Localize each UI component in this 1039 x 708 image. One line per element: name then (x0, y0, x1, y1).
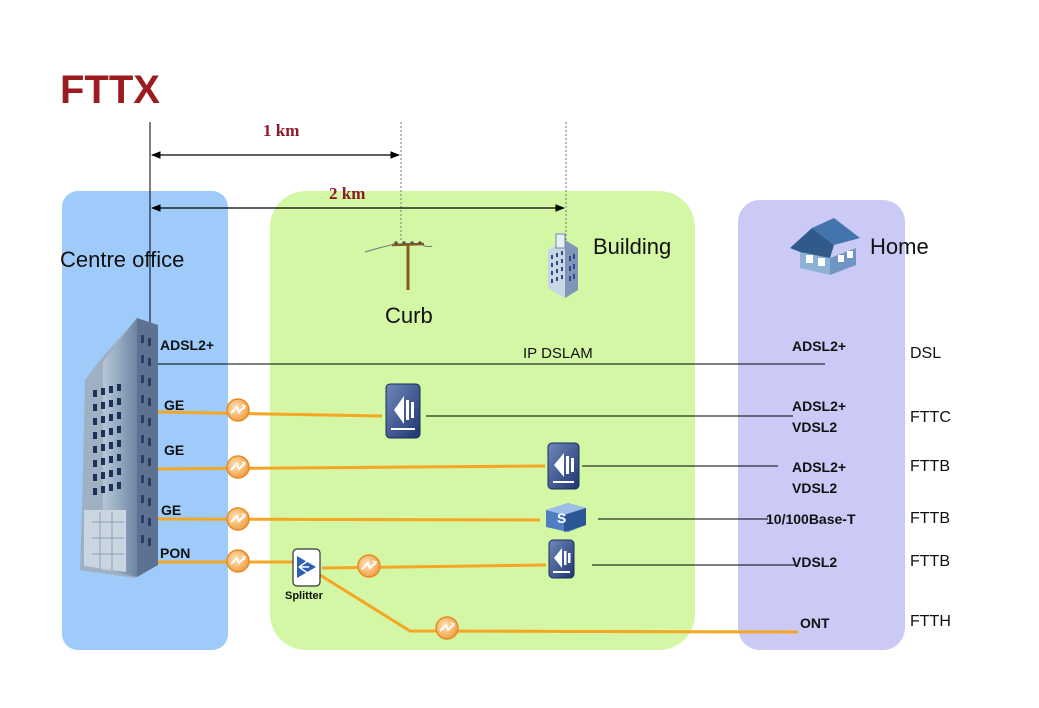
dslam-icon (547, 442, 580, 490)
splitter-label: Splitter (285, 590, 323, 602)
home-tech-fttc-2: VDSL2 (792, 419, 838, 435)
fiber-node-icon (435, 616, 459, 640)
home-tech-fttb-3: VDSL2 (792, 554, 838, 570)
type-label-ftth: FTTH (910, 613, 951, 630)
ip-dslam-label: IP DSLAM (523, 345, 593, 362)
distance-label-2km: 2 km (329, 184, 366, 203)
ethernet-switch-icon (546, 503, 586, 532)
fiber-lines (157, 410, 799, 634)
copper-lines (158, 363, 825, 566)
access-zone (270, 191, 695, 650)
home-tech-dsl: ADSL2+ (792, 338, 847, 354)
port-label-pon: PON (160, 545, 191, 561)
home-zone (738, 200, 905, 650)
home-tech-fttb-2: 10/100Base-T (766, 511, 856, 527)
type-label-fttc: FTTC (910, 409, 951, 426)
fiber-line-ftth (319, 573, 799, 634)
utility-pole-icon (364, 241, 433, 290)
zone-label-curb: Curb (385, 303, 433, 328)
distance-label-1km: 1 km (263, 121, 300, 140)
home-tech-fttb-1a: ADSL2+ (792, 459, 847, 475)
home-tech-ftth: ONT (800, 615, 830, 631)
type-label-fttb-1: FTTB (910, 458, 950, 475)
dslam-icon (385, 383, 421, 439)
port-label-ge-2: GE (164, 442, 185, 458)
zone-label-building: Building (593, 234, 672, 259)
home-tech-fttc-1: ADSL2+ (792, 398, 847, 414)
switch-letter: S (557, 510, 567, 526)
splitter-icon (292, 548, 321, 587)
zone-label-home: Home (870, 234, 929, 259)
port-label-ge-3: GE (161, 502, 182, 518)
port-label-adsl2plus: ADSL2+ (160, 337, 215, 353)
home-tech-fttb-1b: VDSL2 (792, 480, 838, 496)
dslam-icon (548, 539, 575, 579)
fiber-node-icon (226, 549, 250, 573)
type-label-fttb-3: FTTB (910, 553, 950, 570)
port-label-ge-1: GE (164, 397, 185, 413)
fiber-node-icon (226, 398, 250, 422)
type-label-dsl: DSL (910, 345, 942, 362)
fiber-nodes (226, 398, 459, 640)
fiber-line-ge-1 (157, 410, 383, 418)
building-icon (548, 233, 578, 298)
fiber-node-icon (226, 455, 250, 479)
fiber-line-ge-3 (157, 517, 541, 522)
fiber-node-icon (357, 554, 381, 578)
zone-label-centre-office: Centre office (60, 247, 185, 272)
house-icon (790, 218, 860, 275)
type-label-fttb-2: FTTB (910, 510, 950, 527)
fiber-line-ge-2 (157, 464, 546, 471)
office-tower-icon (80, 318, 158, 578)
fiber-node-icon (226, 507, 250, 531)
page-title: FTTX (60, 68, 160, 112)
